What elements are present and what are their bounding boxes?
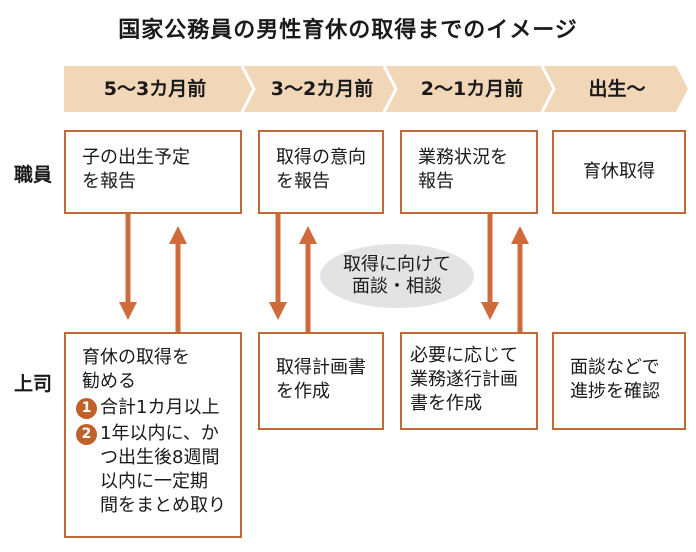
row-label-staff: 職員 [14,164,53,186]
timeline-segment-1 [64,66,254,112]
staff-box-4: 育休取得 [552,130,686,214]
boss-box-2: 取得計画書 を作成 [258,332,384,430]
boss-box-1-heading: 育休の取得を 勧める [82,347,190,392]
stage-label-4: 出生〜 [588,78,646,100]
staff-box-3: 業務状況を 報告 [400,130,538,214]
diagram-title: 国家公務員の男性育休の取得までのイメージ [118,18,578,43]
condition-text-1: 合計1カ月以上 [100,397,220,418]
stage-label-1: 5〜3カ月前 [103,78,207,100]
arrow-down-1 [119,214,137,320]
arrow-up-1 [169,226,187,332]
boss-box-1: 育休の取得を 勧める 1 合計1カ月以上 2 1年以内に、か つ出生後8週間 以… [64,332,242,538]
stage-label-3: 2〜1カ月前 [420,78,524,100]
timeline-band [64,65,688,113]
timeline-segment-3 [384,66,554,112]
arrow-up-3 [511,226,529,332]
staff-box-1: 子の出生予定 を報告 [64,130,242,214]
consultation-bubble: 取得に向けて 面談・相談 [320,244,474,308]
arrow-down-2 [269,214,287,320]
number-badge-1: 1 [76,398,97,419]
row-label-boss: 上司 [14,373,53,395]
condition-item-1: 1 合計1カ月以上 [76,396,232,420]
arrow-down-3 [481,214,499,320]
boss-box-4: 面談などで 進捗を確認 [552,332,686,430]
stage-label-2: 3〜2カ月前 [270,78,374,100]
timeline-segment-4 [542,66,688,112]
number-badge-2: 2 [76,424,97,445]
condition-text-2: 1年以内に、か つ出生後8週間 以内に一定期 間をまとめ取り [100,423,226,516]
timeline-segment-2 [242,66,396,112]
staff-box-2: 取得の意向 を報告 [258,130,384,214]
condition-item-2: 2 1年以内に、か つ出生後8週間 以内に一定期 間をまとめ取り [76,422,232,518]
arrow-up-2 [299,226,317,332]
boss-box-3: 必要に応じて 業務遂行計画 書を作成 [400,332,538,430]
